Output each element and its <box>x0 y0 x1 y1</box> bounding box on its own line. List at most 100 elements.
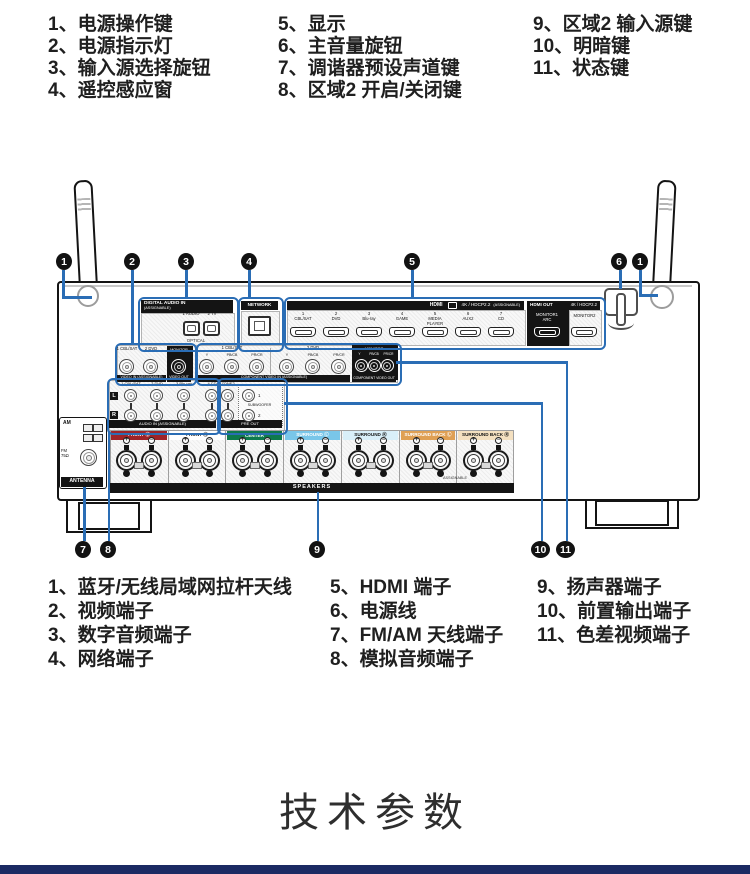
post-bridge <box>250 462 260 469</box>
leader-line-6 <box>619 270 622 289</box>
speaker-channel-surround-back-r: SURROUND BACK Ⓡ <box>456 430 514 483</box>
audio-col-label: 2 DVD <box>151 381 163 386</box>
jack-connector <box>210 403 213 409</box>
pre-out-footer: PRE OUT <box>218 420 282 428</box>
callout-badge-1: 1 <box>56 253 72 270</box>
hdmi-port-name: CD <box>497 315 505 321</box>
component-group1-label: 1 CBL/SAT <box>221 345 243 350</box>
rca-component-jack <box>305 359 320 374</box>
binding-post <box>348 450 369 471</box>
legend-line: 11、色差视频端子 <box>537 625 691 646</box>
speaker-channel-surround-r: SURROUND Ⓡ <box>341 430 399 483</box>
subwoofer-num2: 2 <box>258 413 261 418</box>
network-callout-box <box>238 297 284 352</box>
binding-post <box>315 450 336 471</box>
rca-component-jack <box>279 359 294 374</box>
rca-component-jack <box>224 359 239 374</box>
component-divider <box>270 348 271 374</box>
rca-component-jack <box>199 359 214 374</box>
speaker-channel-surround-l: SURROUND Ⓛ <box>283 430 341 483</box>
hdmi-port-num: 5 <box>433 311 437 316</box>
binding-post-negative <box>315 437 336 483</box>
hdmi-monitor1-label: MONITOR1 ARC <box>527 312 567 323</box>
section-title: 技术参数 <box>279 791 471 835</box>
legend-line: 9、扬声器端子 <box>537 577 662 598</box>
binding-post-positive <box>463 437 484 483</box>
jack-connector <box>226 403 229 409</box>
legend-line: 10、前置输出端子 <box>537 601 692 622</box>
binding-post <box>488 450 509 471</box>
hdmi-port-name: GAME <box>395 315 409 321</box>
channel-label: SURROUND Ⓛ <box>285 431 340 440</box>
antenna-footer-bar: ANTENNA <box>61 477 103 487</box>
hdmi-port <box>323 327 349 337</box>
speaker-channel-front-r: FRONT Ⓡ <box>168 430 225 483</box>
rca-audio-jack <box>150 409 163 422</box>
rca-zone2-jack <box>221 389 234 402</box>
audio-col-label: 3 Blu-ray <box>175 381 192 386</box>
hdmi-port <box>356 327 382 337</box>
rca-component-out-jack <box>367 359 381 372</box>
rca-zone2-jack <box>221 409 234 422</box>
legend-line: 9、区域2 输入源键 <box>533 14 693 35</box>
legend-line: 11、状态键 <box>533 58 630 79</box>
legend-line: 6、主音量旋钮 <box>278 36 403 57</box>
leader-line-11 <box>565 361 568 541</box>
rca-audio-jack <box>124 409 137 422</box>
binding-post-negative <box>141 437 162 483</box>
channel-label: SURROUND Ⓡ <box>343 431 398 440</box>
hdmi-port-label: 5 MEDIA PLAYER <box>421 311 449 326</box>
video-in1-label: 1 CBL/SAT <box>116 346 138 351</box>
hdmi-port-num: 3 <box>367 311 371 316</box>
wifi-antenna-left <box>73 179 98 289</box>
hdmi-port-name: AUX2 <box>462 315 474 321</box>
hdmi-port-name: CBL/SAT <box>294 315 312 321</box>
leader-line-7 <box>83 487 86 541</box>
component-jack-label: PB/CB <box>226 352 238 357</box>
component-jack-label: Y <box>205 352 209 357</box>
binding-post <box>430 450 451 471</box>
legend-bottom-col2: 5、HDMI 端子 6、电源线 7、FM/AM 天线端子 8、模拟音频端子 <box>330 576 503 672</box>
binding-post <box>199 450 220 471</box>
hdmi-port-label: 6 AUX2 <box>454 311 482 322</box>
rca-subwoofer-jack <box>242 389 255 402</box>
speakers-footer-bar: SPEAKERS <box>110 483 514 493</box>
rca-video-jack <box>119 359 134 374</box>
hdmi-port-label: 4 GAME <box>388 311 416 322</box>
hdmi-port-name: DVD <box>331 315 341 321</box>
jack-connector <box>155 403 158 409</box>
fm-label: FM 75Ω <box>61 448 69 458</box>
am-label: AM <box>63 420 71 426</box>
bottom-strip <box>0 865 750 874</box>
hdmi-port-name: MEDIA PLAYER <box>426 315 444 326</box>
hdmi-monitor2-label: MONITOR2 <box>573 313 596 318</box>
speaker-channel-front-l: FRONT Ⓛ <box>110 430 168 483</box>
hdmi-header-bar: HDMI 4K / HDCP2.2 (ASSIGNABLE) <box>287 301 524 310</box>
audio-col-label: 4 CD <box>207 381 217 386</box>
subwoofer-label: SUBWOOFER <box>247 402 272 407</box>
wifi-antenna-right <box>652 179 677 289</box>
hdmi-out-spec-label: 4K / HDCP2.2 <box>570 302 597 308</box>
fm-coax-jack <box>80 449 97 466</box>
video-in2-label: 2 DVD <box>144 346 158 351</box>
leader-line-10 <box>540 402 543 541</box>
antenna-stripes <box>659 197 673 212</box>
callout-badge-10: 10 <box>531 541 550 558</box>
legend-line: 5、显示 <box>278 14 346 35</box>
hdmi-port <box>455 327 481 337</box>
channel-label: SURROUND BACK Ⓛ <box>401 431 455 440</box>
post-bridge <box>134 462 144 469</box>
binding-post <box>373 450 394 471</box>
leader-line-4 <box>248 270 251 299</box>
rca-audio-jack <box>177 389 190 402</box>
optical-port <box>203 321 220 336</box>
digital-audio-header-bar: DIGITAL AUDIO IN (ASSIGNABLE) <box>141 300 233 313</box>
power-cord-icon <box>608 316 634 330</box>
subwoofer-num1: 1 <box>258 393 261 398</box>
legend-line: 3、数字音频端子 <box>48 625 192 646</box>
hdmi-port-label: 2 DVD <box>322 311 350 322</box>
binding-post <box>232 450 253 471</box>
hdmi-callout-box <box>284 297 606 350</box>
callout-badge-3: 3 <box>178 253 194 270</box>
